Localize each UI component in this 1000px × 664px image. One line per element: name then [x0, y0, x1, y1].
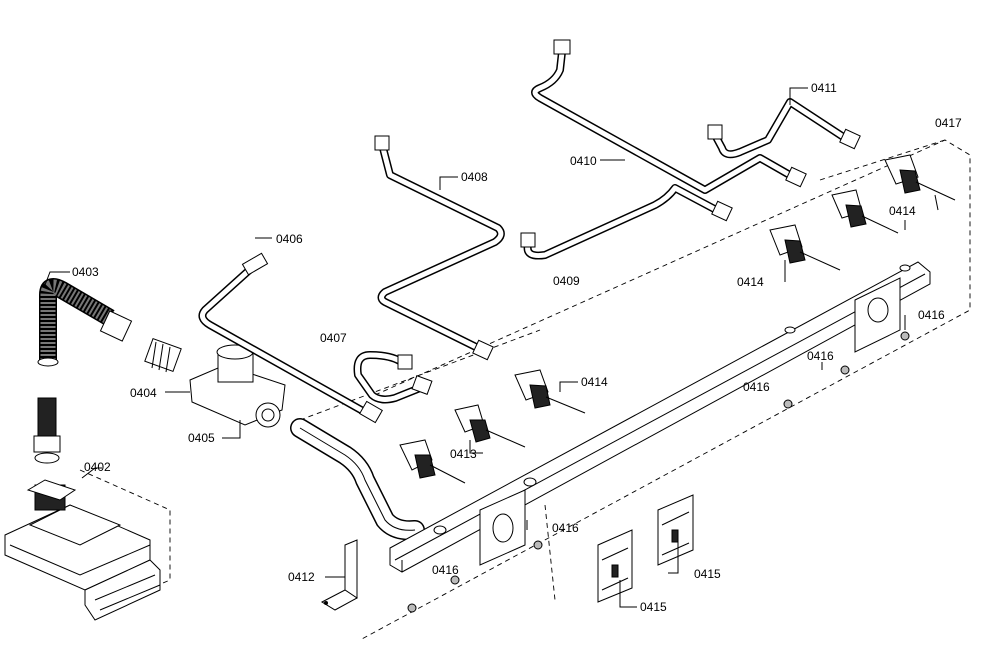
part-0405-regulator	[189, 344, 286, 428]
part-0411-pipe	[707, 98, 861, 159]
label-0414-middle: 0414	[737, 275, 764, 289]
label-0414-rear: 0414	[889, 204, 916, 218]
part-0404-fitting	[144, 337, 182, 373]
part-0409-0410-pipes	[520, 39, 807, 260]
label-0413: 0413	[450, 447, 477, 461]
part-0407-pipe	[353, 351, 433, 404]
label-0406: 0406	[276, 232, 303, 246]
valve-0413	[399, 404, 526, 484]
label-0412: 0412	[288, 570, 315, 584]
part-0402-bracket	[4, 479, 161, 621]
label-0408: 0408	[461, 170, 488, 184]
label-0414-front: 0414	[581, 375, 608, 389]
label-0403: 0403	[72, 265, 99, 279]
part-0416-screws	[407, 331, 910, 613]
burner-tube	[290, 418, 425, 541]
label-0402: 0402	[84, 460, 111, 474]
leader-lines	[44, 87, 939, 608]
dashed-assembly-outline	[79, 139, 971, 641]
label-0415-left: 0415	[640, 600, 667, 614]
label-0416-lower: 0416	[432, 563, 459, 577]
label-0415-right: 0415	[694, 567, 721, 581]
label-0416-right: 0416	[918, 308, 945, 322]
label-0409: 0409	[553, 274, 580, 288]
part-0403-flex-hose	[33, 278, 133, 464]
label-0416-bracket: 0416	[552, 521, 579, 535]
label-0405: 0405	[188, 431, 215, 445]
label-0416-bar: 0416	[743, 380, 770, 394]
valve-0414-middle	[769, 189, 899, 271]
part-0408-pipe	[374, 135, 505, 361]
label-0417: 0417	[935, 116, 962, 130]
label-0404: 0404	[130, 386, 157, 400]
part-0406-pipe	[198, 252, 383, 424]
valve-0414-front	[514, 369, 586, 414]
label-0407: 0407	[320, 331, 347, 345]
valve-0414-rear	[884, 154, 956, 201]
label-0410: 0410	[570, 154, 597, 168]
label-0411: 0411	[811, 81, 837, 95]
label-0416-upper: 0416	[807, 349, 834, 363]
part-0415-clips	[597, 494, 694, 603]
part-0412-bracket	[320, 539, 358, 611]
bar-brackets	[479, 277, 901, 566]
